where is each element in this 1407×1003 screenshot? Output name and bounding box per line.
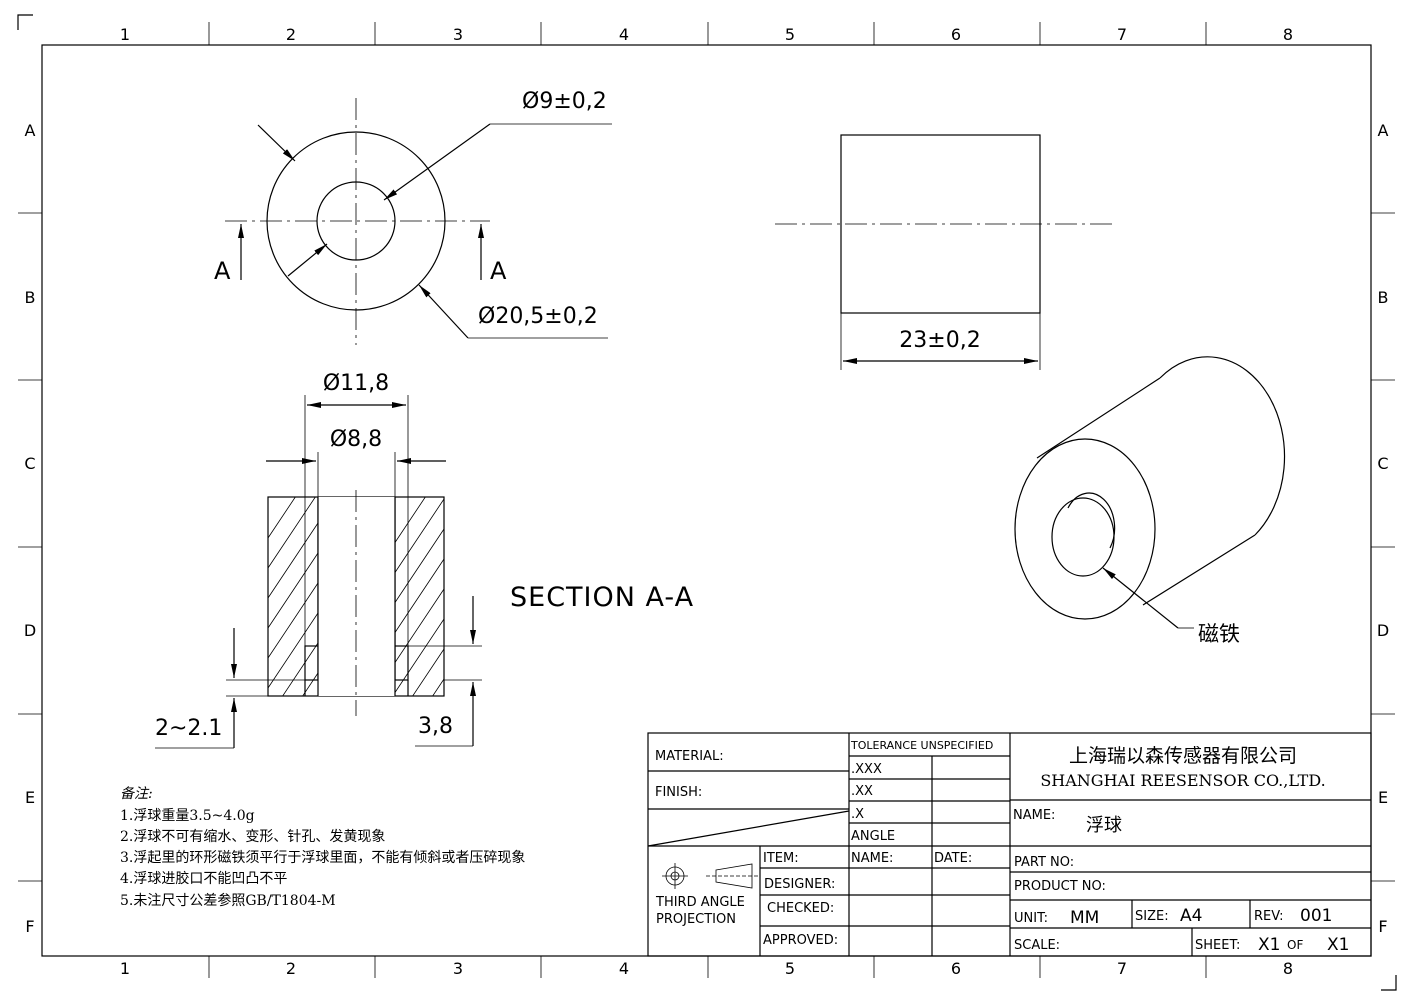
designer-label: DESIGNER: <box>764 877 835 892</box>
col-label: 4 <box>619 25 629 44</box>
side-view: 23±0,2 <box>775 134 1112 370</box>
notes-title: 备注: <box>120 786 153 802</box>
note-item: 3.浮起里的环形磁铁须平行于浮球里面，不能有倾斜或者压碎现象 <box>120 850 525 866</box>
row-label: F <box>25 917 34 936</box>
note-item: 4.浮球进胶口不能凹凸不平 <box>120 870 287 887</box>
item-label: ITEM: <box>763 851 799 866</box>
rev-value: 001 <box>1300 906 1332 926</box>
row-label: B <box>25 288 36 307</box>
row-label: D <box>24 621 36 640</box>
isometric-view <box>1014 356 1286 629</box>
corner-mark <box>17 14 33 30</box>
col-label: 7 <box>1117 25 1127 44</box>
outer-diameter-dim: Ø20,5±0,2 <box>478 304 598 329</box>
col-label: 3 <box>453 25 463 44</box>
name-label: NAME: <box>1013 808 1055 823</box>
tolerance-x: .X <box>851 807 864 822</box>
note-item: 2.浮球不可有缩水、变形、针孔、发黄现象 <box>120 828 385 845</box>
tolerance-xxx: .XXX <box>851 762 882 777</box>
part-no-label: PART NO: <box>1014 855 1074 870</box>
tolerance-xx: .XX <box>851 784 873 799</box>
sheet-of: OF <box>1287 938 1303 952</box>
section-view: Ø11,8 Ø8,8 2~2.1 3,8 <box>155 371 482 749</box>
section-marker: A <box>490 257 507 285</box>
sheet-label: SHEET: <box>1195 938 1240 953</box>
checked-label: CHECKED: <box>767 901 834 916</box>
row-label: D <box>1377 621 1389 640</box>
title-block: MATERIAL: FINISH: TOLERANCE UNSPECIFIED … <box>647 732 1372 957</box>
col-label: 6 <box>951 25 961 44</box>
row-label: A <box>1378 121 1389 140</box>
company-name-cn: 上海瑞以森传感器有限公司 <box>1069 745 1297 767</box>
recess-depth-right-dim: 3,8 <box>418 714 453 739</box>
sheet-value: X1 <box>1258 935 1280 955</box>
product-no-label: PRODUCT NO: <box>1014 879 1106 894</box>
col-label: 1 <box>120 25 130 44</box>
size-label: SIZE: <box>1135 909 1169 924</box>
length-dim: 23±0,2 <box>899 328 980 353</box>
inner-diameter-dim: Ø9±0,2 <box>522 89 607 114</box>
col-label: 5 <box>785 25 795 44</box>
col-label: 3 <box>453 959 463 978</box>
row-label: E <box>25 788 35 807</box>
sheet-total: X1 <box>1327 935 1349 955</box>
size-value: A4 <box>1180 906 1202 926</box>
recess-diameter-dim: Ø11,8 <box>323 371 389 396</box>
col-label: 1 <box>120 959 130 978</box>
magnet-label: 磁铁 <box>1198 622 1240 646</box>
notes: 备注: 1.浮球重量3.5~4.0g 2.浮球不可有缩水、变形、针孔、发黄现象 … <box>120 786 525 909</box>
col-label: 2 <box>286 25 296 44</box>
tolerance-header: TOLERANCE UNSPECIFIED <box>850 739 993 752</box>
material-label: MATERIAL: <box>655 749 724 764</box>
approved-label: APPROVED: <box>763 933 838 948</box>
scale-label: SCALE: <box>1014 938 1060 953</box>
note-item: 5.未注尺寸公差参照GB/T1804-M <box>120 892 336 909</box>
col-label: 4 <box>619 959 629 978</box>
row-label: A <box>25 121 36 140</box>
col-label: 5 <box>785 959 795 978</box>
name-column-label: NAME: <box>851 851 893 866</box>
row-label: B <box>1378 288 1389 307</box>
bore-diameter-dim: Ø8,8 <box>330 427 382 452</box>
company-name-en: SHANGHAI REESENSOR CO.,LTD. <box>1040 771 1325 790</box>
col-label: 8 <box>1283 25 1293 44</box>
row-label: E <box>1378 788 1388 807</box>
row-label: C <box>24 454 35 473</box>
date-column-label: DATE: <box>934 851 972 866</box>
part-name-value: 浮球 <box>1086 815 1122 836</box>
recess-depth-dim: 2~2.1 <box>155 716 222 741</box>
finish-label: FINISH: <box>655 785 702 800</box>
front-view: Ø9±0,2 Ø20,5±0,2 A A <box>214 89 612 345</box>
row-label: C <box>1377 454 1388 473</box>
note-item: 1.浮球重量3.5~4.0g <box>120 808 255 824</box>
col-label: 6 <box>951 959 961 978</box>
col-label: 8 <box>1283 959 1293 978</box>
row-label: F <box>1378 917 1387 936</box>
rev-label: REV: <box>1254 909 1283 924</box>
col-label: 7 <box>1117 959 1127 978</box>
col-label: 2 <box>286 959 296 978</box>
unit-label: UNIT: <box>1014 911 1048 926</box>
section-marker: A <box>214 257 231 285</box>
tolerance-angle: ANGLE <box>851 829 895 844</box>
third-angle-projection-icon <box>662 863 760 889</box>
corner-mark <box>1381 975 1397 991</box>
unit-value: MM <box>1070 908 1099 928</box>
projection-label: THIRD ANGLE <box>655 895 745 910</box>
projection-label: PROJECTION <box>656 912 736 927</box>
section-label: SECTION A-A <box>510 582 694 613</box>
